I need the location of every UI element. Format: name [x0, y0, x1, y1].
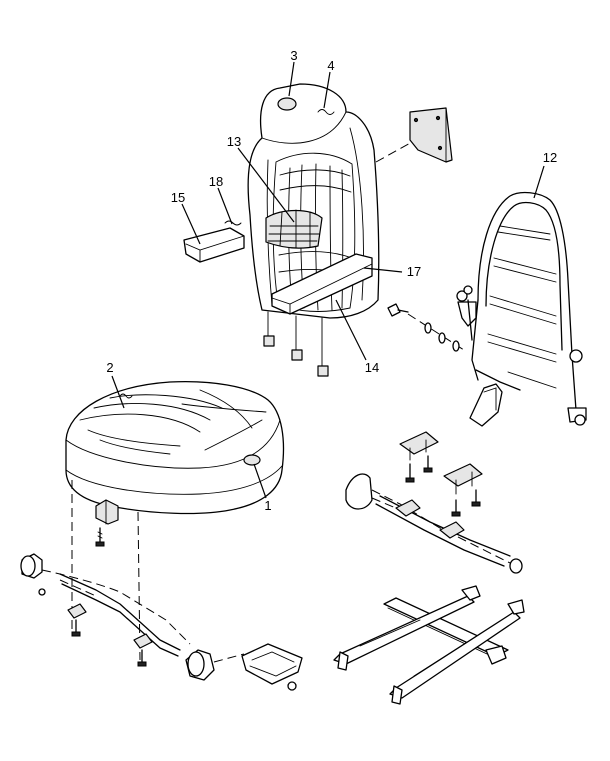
callout-2: 2 — [106, 360, 113, 375]
callout-12: 12 — [543, 150, 557, 165]
callout-14: 14 — [365, 360, 379, 375]
rear-plate — [375, 107, 453, 163]
lower-left-rail — [20, 553, 303, 691]
right-mid-assembly — [345, 431, 523, 574]
bolt-and-washers — [387, 303, 465, 352]
guide-line — [137, 511, 141, 661]
seat-back — [247, 83, 380, 377]
callouts: 3 4 13 18 15 12 17 14 2 1 — [106, 48, 557, 513]
callout-3: 3 — [290, 48, 297, 63]
seat-back-frame — [456, 191, 587, 427]
lumbar-pad — [265, 209, 323, 249]
cushion-bracket — [95, 499, 119, 547]
callout-15: 15 — [171, 190, 185, 205]
headrest-mark-4 — [317, 109, 335, 115]
back-mounting-tabs — [263, 311, 329, 377]
base-frame — [333, 585, 525, 705]
callout-leaders — [111, 61, 545, 499]
callout-18: 18 — [209, 174, 223, 189]
left-armrest — [183, 220, 245, 263]
headrest-pad-3 — [277, 97, 297, 111]
seat-cushion — [65, 381, 285, 515]
right-armrest — [271, 253, 373, 315]
callout-4: 4 — [327, 58, 334, 73]
callout-13: 13 — [227, 134, 241, 149]
callout-1: 1 — [264, 498, 271, 513]
callout-17: 17 — [407, 264, 421, 279]
